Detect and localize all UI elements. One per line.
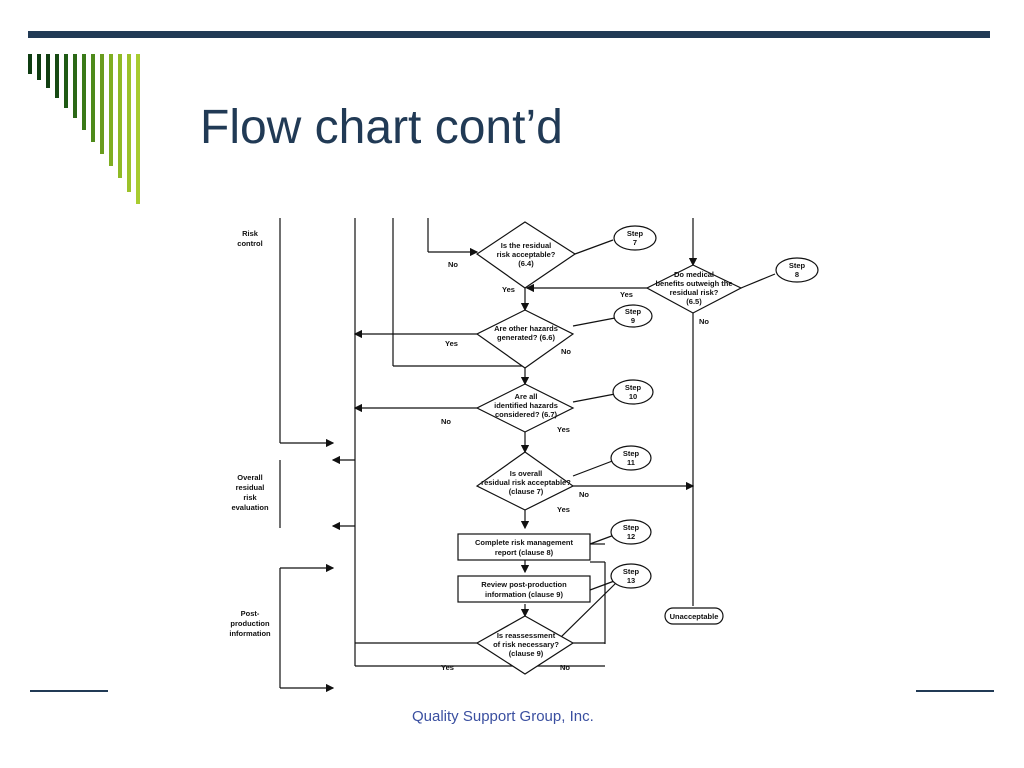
phase-label-line: residual [236, 483, 265, 492]
decision-overall-risk: Is overall residual risk acceptable? (cl… [475, 451, 575, 511]
svg-text:Unacceptable: Unacceptable [670, 612, 719, 621]
svg-text:Step: Step [627, 229, 644, 238]
svg-text:of risk necessary?: of risk necessary? [493, 640, 559, 649]
svg-text:risk acceptable?: risk acceptable? [497, 250, 556, 259]
decision-reassessment: Is reassessment of risk necessary? (clau… [475, 615, 575, 675]
decision-residual-risk: Is the residual risk acceptable? (6.4) [475, 221, 577, 289]
svg-text:residual risk?: residual risk? [670, 288, 719, 297]
phase-label-risk-control: Risk control [237, 229, 262, 248]
svg-text:report (clause 8): report (clause 8) [495, 548, 554, 557]
terminal-unacceptable: Unacceptable [664, 607, 724, 625]
phase-label-line: Post- [241, 609, 260, 618]
label-yes: Yes [557, 505, 570, 514]
svg-text:Are all: Are all [515, 392, 538, 401]
footer-rule-left [30, 690, 108, 692]
svg-text:generated? (6.6): generated? (6.6) [497, 333, 555, 342]
footer-rule-right [916, 690, 994, 692]
phase-label-line: production [230, 619, 270, 628]
svg-text:Is reassessment: Is reassessment [497, 631, 556, 640]
svg-text:(clause 7): (clause 7) [509, 487, 544, 496]
phase-label-line: evaluation [231, 503, 269, 512]
process-review-post-production: Review post-production information (clau… [457, 575, 591, 603]
svg-text:9: 9 [631, 316, 635, 325]
step-13-badge: Step 13 [610, 563, 652, 589]
label-no: No [579, 490, 589, 499]
decision-medical-benefits: Do medical benefits outweigh the residua… [645, 264, 743, 314]
svg-text:Are other hazards: Are other hazards [494, 324, 558, 333]
svg-text:Do medical: Do medical [674, 270, 714, 279]
svg-text:Complete risk management: Complete risk management [475, 538, 573, 547]
svg-text:11: 11 [627, 458, 635, 467]
label-no: No [699, 317, 709, 326]
svg-text:Step: Step [625, 383, 642, 392]
svg-text:residual risk acceptable?: residual risk acceptable? [481, 478, 571, 487]
label-yes: Yes [445, 339, 458, 348]
phase-label-line: Overall [237, 473, 262, 482]
svg-text:Is the residual: Is the residual [501, 241, 551, 250]
svg-text:considered? (6.7): considered? (6.7) [495, 410, 558, 419]
svg-text:Step: Step [623, 567, 640, 576]
footer-company: Quality Support Group, Inc. [412, 708, 594, 725]
slide-title: Flow chart cont’d [200, 101, 563, 154]
label-no: No [561, 347, 571, 356]
svg-text:Step: Step [623, 523, 640, 532]
label-yes: Yes [557, 425, 570, 434]
label-yes: Yes [502, 285, 515, 294]
svg-text:Is overall: Is overall [510, 469, 543, 478]
process-risk-report: Complete risk management report (clause … [457, 533, 591, 561]
svg-text:information (clause 9): information (clause 9) [485, 590, 563, 599]
step-8-badge: Step 8 [775, 257, 819, 283]
svg-text:Step: Step [623, 449, 640, 458]
label-yes: Yes [441, 663, 454, 672]
decision-all-hazards: Are all identified hazards considered? (… [475, 383, 575, 433]
title-bar-accent [28, 31, 990, 38]
label-no: No [441, 417, 451, 426]
risk-management-flowchart: Risk control Overall residual risk evalu… [229, 218, 819, 693]
svg-text:(6.5): (6.5) [686, 297, 702, 306]
svg-text:Step: Step [625, 307, 642, 316]
step-11-badge: Step 11 [610, 445, 652, 471]
svg-text:13: 13 [627, 576, 635, 585]
phase-label-line: risk [243, 493, 257, 502]
phase-label-post-production: Post- production information [229, 609, 271, 638]
label-yes: Yes [620, 290, 633, 299]
step-9-badge: Step 9 [613, 304, 653, 328]
label-no: No [560, 663, 570, 672]
svg-text:identified hazards: identified hazards [494, 401, 558, 410]
svg-text:Step: Step [789, 261, 806, 270]
phase-label-line: Risk [242, 229, 259, 238]
step-7-badge: Step 7 [613, 225, 657, 251]
decorative-stripes [28, 54, 140, 204]
svg-text:7: 7 [633, 238, 637, 247]
connector-lines [279, 218, 776, 693]
label-no: No [448, 260, 458, 269]
step-12-badge: Step 12 [610, 519, 652, 545]
svg-text:(6.4): (6.4) [518, 259, 534, 268]
svg-text:8: 8 [795, 270, 799, 279]
phase-label-overall: Overall residual risk evaluation [231, 473, 269, 512]
svg-text:10: 10 [629, 392, 637, 401]
step-10-badge: Step 10 [612, 379, 654, 405]
svg-text:(clause 9): (clause 9) [509, 649, 544, 658]
svg-text:Review post-production: Review post-production [481, 580, 567, 589]
phase-label-line: control [237, 239, 262, 248]
decision-other-hazards: Are other hazards generated? (6.6) [475, 309, 575, 369]
svg-text:12: 12 [627, 532, 635, 541]
svg-text:benefits outweigh the: benefits outweigh the [655, 279, 732, 288]
phase-label-line: information [229, 629, 271, 638]
